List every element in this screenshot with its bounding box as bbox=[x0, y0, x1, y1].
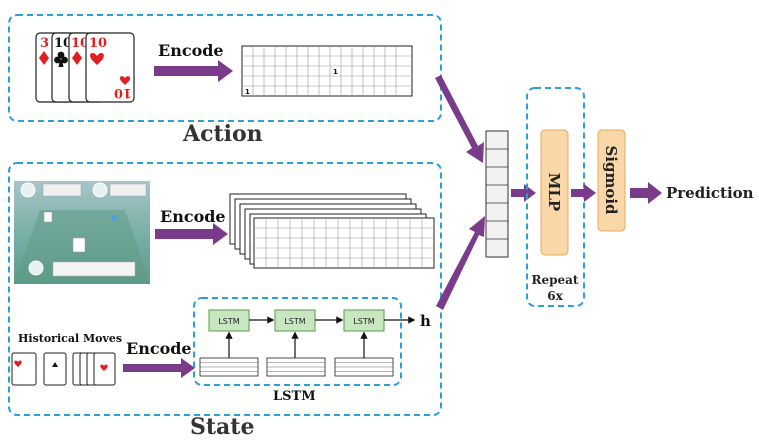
historical-moves-label: Historical Moves bbox=[18, 332, 122, 345]
card-3-rank: 10 bbox=[71, 36, 89, 51]
lstm-cell-label: LSTM bbox=[284, 317, 305, 326]
concat-to-mlp-arrow bbox=[511, 184, 536, 202]
lstm-group-label: LSTM bbox=[273, 389, 316, 404]
sigmoid-block: Sigmoid bbox=[597, 129, 626, 232]
action-title: Action bbox=[182, 121, 263, 147]
mlp-to-sigmoid-arrow bbox=[571, 184, 596, 202]
historical-cards bbox=[11, 352, 116, 386]
state-matrix-stack bbox=[229, 193, 435, 269]
matrix-one: 1 bbox=[245, 88, 250, 96]
lstm-input-matrices bbox=[199, 357, 394, 377]
concat-vector bbox=[485, 130, 509, 258]
player-avatar bbox=[92, 182, 108, 198]
club-icon bbox=[54, 51, 68, 67]
game-screenshot bbox=[14, 181, 150, 284]
lstm-cell-3: LSTM bbox=[343, 309, 385, 332]
lstm-cell-label: LSTM bbox=[218, 317, 239, 326]
state-encode-arrow bbox=[155, 223, 228, 245]
history-encode-label: Encode bbox=[126, 339, 192, 358]
sigmoid-to-prediction-arrow bbox=[630, 182, 662, 204]
card-1-rank: 3 bbox=[40, 36, 49, 51]
player-avatar bbox=[20, 182, 36, 198]
history-encode-arrow bbox=[123, 358, 195, 378]
lstm-cell-2: LSTM bbox=[274, 309, 316, 332]
action-cards: 3 10 10 10 10 bbox=[35, 32, 135, 103]
matrix-one: 1 bbox=[333, 68, 338, 76]
lstm-cell-label: LSTM bbox=[353, 317, 374, 326]
mlp-label: MLP bbox=[545, 173, 563, 211]
action-box bbox=[8, 14, 442, 122]
repeat-label-2: 6x bbox=[547, 289, 563, 303]
state-to-concat-arrow bbox=[436, 216, 485, 310]
card-2-rank: 10 bbox=[54, 36, 72, 51]
card-4-rank: 10 bbox=[89, 36, 107, 51]
card-4: 10 10 bbox=[85, 32, 135, 103]
prediction-label: Prediction bbox=[666, 184, 754, 202]
diamond-icon bbox=[72, 51, 82, 65]
state-title: State bbox=[190, 414, 254, 440]
action-encode-label: Encode bbox=[158, 41, 224, 60]
repeat-label-1: Repeat bbox=[532, 273, 579, 287]
player-avatar bbox=[28, 260, 44, 276]
sigmoid-label: Sigmoid bbox=[602, 145, 620, 215]
action-matrix: 1 1 bbox=[241, 45, 413, 97]
lstm-box bbox=[193, 297, 402, 386]
heart-icon bbox=[119, 76, 131, 85]
mlp-block: MLP bbox=[540, 129, 569, 256]
action-to-concat-arrow bbox=[435, 75, 484, 163]
card-4-rank-inverted: 10 bbox=[114, 85, 132, 100]
state-box bbox=[8, 162, 442, 416]
action-encode-arrow bbox=[154, 60, 233, 82]
heart-icon bbox=[90, 53, 104, 65]
lstm-cell-1: LSTM bbox=[208, 309, 250, 332]
state-encode-label: Encode bbox=[160, 207, 226, 226]
diamond-icon bbox=[39, 51, 49, 65]
hidden-state-label: h bbox=[420, 312, 431, 330]
